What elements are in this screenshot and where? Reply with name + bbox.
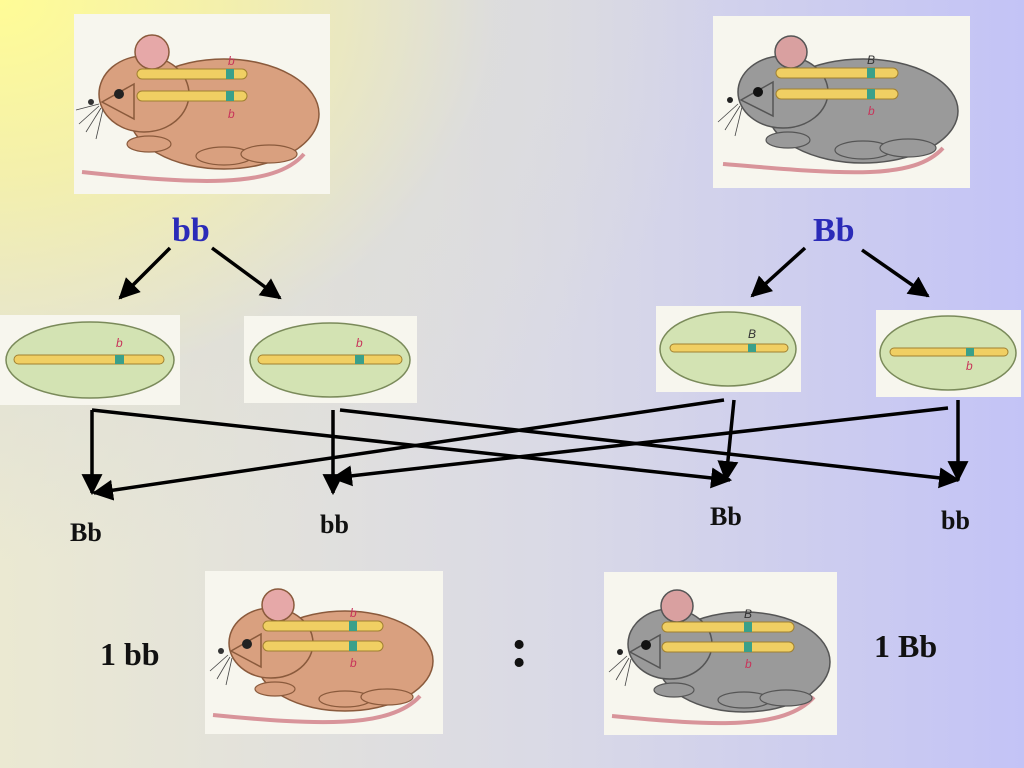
arrow xyxy=(339,408,961,489)
brown-mouse-image: b b xyxy=(75,34,320,183)
allele-label: b xyxy=(356,336,363,350)
ratio-right: 1 Bb xyxy=(874,628,938,664)
allele-label: B xyxy=(867,53,875,67)
allele-label: B xyxy=(744,607,752,621)
arrow xyxy=(118,246,172,300)
brown-mouse-image: b b xyxy=(209,588,434,725)
parent-genotype-right: Bb xyxy=(813,212,855,249)
result-mouse-brown-panel: b b xyxy=(205,571,443,734)
offspring-genotype: bb xyxy=(320,510,349,539)
allele-label: b xyxy=(350,656,357,670)
allele-label: b xyxy=(868,104,875,118)
allele-label: b xyxy=(745,657,752,671)
offspring-genotype: bb xyxy=(941,506,970,535)
allele-label: b xyxy=(116,336,123,350)
offspring-genotype: Bb xyxy=(70,518,102,547)
parent-genotype-left: bb xyxy=(172,212,210,249)
arrow xyxy=(210,246,282,300)
arrow xyxy=(750,246,807,298)
gamete-cell: b xyxy=(244,316,417,403)
arrow xyxy=(860,248,930,298)
ratio-separator: : xyxy=(510,617,529,679)
offspring-genotype: Bb xyxy=(710,502,742,531)
allele-label: b xyxy=(228,54,235,68)
parent-mouse-brown-panel: b b xyxy=(74,14,330,194)
parent-mouse-gray-panel: B b xyxy=(713,16,970,188)
arrow xyxy=(91,398,725,501)
result-mouse-gray-panel: B b xyxy=(604,572,837,735)
allele-label: B xyxy=(748,327,756,341)
gamete-cell: b xyxy=(876,310,1021,397)
arrow xyxy=(330,406,949,487)
gamete-cell: B xyxy=(656,306,801,392)
ratio-left: 1 bb xyxy=(100,636,160,672)
allele-label: b xyxy=(966,359,973,373)
gray-mouse-image: B b xyxy=(608,589,831,726)
allele-label: b xyxy=(228,107,235,121)
gamete-cell: b xyxy=(0,315,180,405)
arrow xyxy=(717,399,739,483)
gray-mouse-image: B b xyxy=(717,35,959,175)
allele-label: b xyxy=(350,606,357,620)
